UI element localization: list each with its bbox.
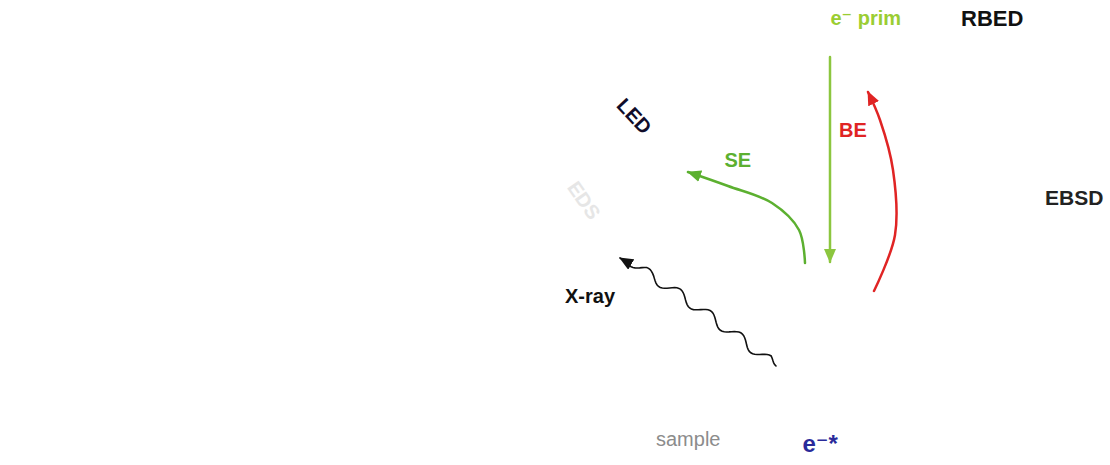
interaction-volume-outline (758, 260, 882, 384)
detector-cylinder (578, 60, 689, 173)
keyboard (400, 296, 460, 300)
chairs (150, 330, 396, 464)
pc-screen (396, 244, 468, 292)
warning-sticker (192, 275, 204, 285)
led-detector: LED (570, 45, 705, 190)
sample-block-outline (723, 272, 913, 387)
detector-cylinder (599, 232, 631, 259)
sample-block-outline (723, 250, 913, 278)
curtain-fold (12, 1, 49, 340)
monitor-stand (337, 290, 345, 294)
desk (210, 232, 548, 402)
eds-detector: EDS (553, 55, 663, 290)
chair-seat (165, 440, 260, 464)
vacuum-chamber (45, 190, 248, 262)
sample-block-outline (636, 204, 968, 465)
pc-monitor (392, 240, 472, 296)
detector-cylinder (553, 90, 637, 260)
secondary-electron-arrow (688, 172, 805, 263)
radiator-body (8, 300, 60, 360)
ebsd-detector: EBSD (972, 100, 1110, 312)
microscope-rod (12, 120, 17, 270)
ring-detector-outline (702, 28, 1042, 88)
sample-block-outline (723, 250, 913, 278)
pole-piece-outline (813, 54, 925, 60)
pc-monitor (296, 232, 386, 290)
monitor-screen (266, 16, 400, 114)
pole-piece-outline (783, 0, 955, 57)
ebsd-detector-outline (1006, 108, 1110, 304)
sample-block-outline (640, 208, 964, 272)
detector-cylinder (571, 52, 697, 181)
cable (126, 14, 182, 55)
sample-block-outline (640, 272, 920, 465)
monitor-frame (262, 12, 404, 118)
detector-label: EBSD (1045, 186, 1103, 210)
detector-label: EDS (562, 177, 605, 224)
electron-label: e⁻* (803, 430, 838, 458)
screen-image (432, 256, 462, 268)
chair-seat (300, 446, 382, 464)
lab-photo (1, 1, 548, 464)
detector-label: RBED (961, 6, 1023, 31)
edge-label: SE (725, 149, 752, 172)
desk-leg (520, 302, 528, 402)
chair-back (150, 330, 275, 445)
microscope-cabinet (20, 262, 242, 447)
interaction-volume: e⁻* (756, 258, 884, 465)
curtain-cloth (1, 1, 59, 341)
telephone (255, 282, 285, 292)
micrograph-grain (278, 56, 300, 78)
detector-label: LED (611, 94, 655, 139)
panel-border (1, 1, 548, 464)
microscope (8, 14, 248, 447)
column-band (108, 80, 144, 160)
ebsd-detector-outline (980, 108, 1032, 304)
panel-border (552, 1, 1108, 464)
pole-piece: e⁻ prim (783, 0, 955, 58)
chair-back (286, 350, 396, 450)
screen-image (310, 244, 372, 276)
radiator-rib (16, 304, 48, 356)
chamber-port (60, 210, 96, 246)
beam-label: e⁻ prim (831, 7, 902, 30)
micrograph-grain (300, 30, 366, 104)
curtain (1, 1, 59, 341)
detector-box (152, 55, 210, 180)
screen-image (410, 274, 450, 284)
desk-top (210, 292, 548, 302)
edge-label: X-ray (565, 285, 615, 308)
backscatter-arrow (868, 92, 897, 291)
keyboard (305, 295, 375, 300)
wall (1, 1, 548, 464)
xray-arrow (620, 258, 776, 366)
eds-detector-outline (553, 55, 663, 290)
wall-monitor (262, 12, 404, 118)
pc-screen (300, 236, 382, 286)
screen-image (402, 252, 428, 268)
pole-piece-outline (783, 0, 827, 57)
radiator (8, 300, 60, 360)
sample-block: sample e⁻* (636, 204, 968, 465)
sample-label: sample (656, 428, 720, 451)
edge-label: BE (839, 119, 867, 142)
detector-cylinder (587, 221, 643, 268)
detector-cylinder (553, 82, 643, 268)
floor (1, 395, 548, 464)
electron-column (108, 40, 144, 195)
chamber-port (196, 210, 228, 242)
sample-block-outline (920, 208, 964, 465)
microscope-arm (8, 180, 52, 190)
cabinet-vent (40, 330, 110, 354)
primary-beam (829, 57, 832, 262)
micrograph-grain (372, 44, 396, 92)
